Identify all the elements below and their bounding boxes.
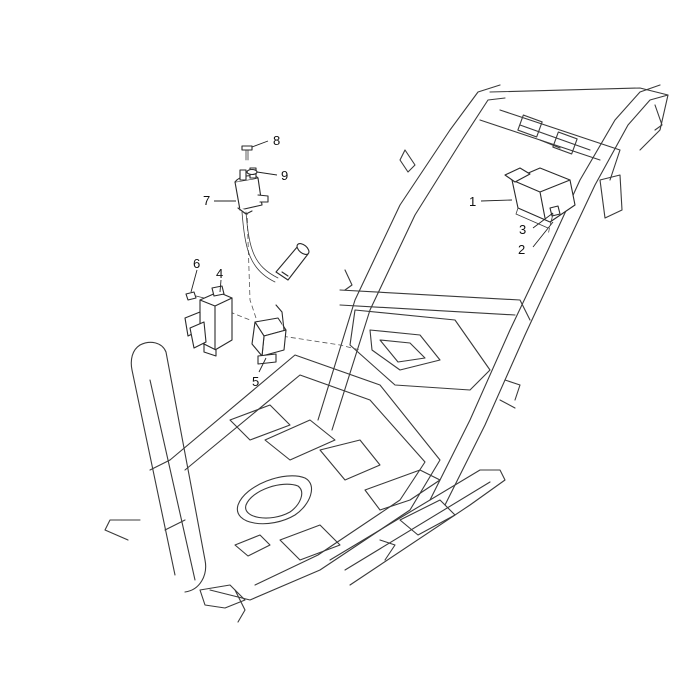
callout-leaders xyxy=(190,140,554,373)
leader-6 xyxy=(190,269,198,293)
scooter-frame xyxy=(104,84,669,623)
part-ignition-coil xyxy=(234,167,310,283)
callout-9: 9 xyxy=(281,168,288,183)
callout-6: 6 xyxy=(193,256,200,271)
callout-3: 3 xyxy=(519,222,526,237)
callout-1: 1 xyxy=(469,194,476,209)
leader-8 xyxy=(251,140,269,148)
callout-5: 5 xyxy=(252,374,259,389)
leader-9 xyxy=(256,171,278,176)
leader-4 xyxy=(219,279,222,293)
callout-2: 2 xyxy=(518,242,525,257)
part-mounting-bracket xyxy=(251,304,287,365)
callout-4: 4 xyxy=(216,266,223,281)
part-washer-small xyxy=(246,168,258,176)
part-bolt-side xyxy=(185,291,205,301)
part-regulator xyxy=(184,285,233,357)
callout-labels: 1 2 3 4 5 6 7 8 9 xyxy=(193,133,526,389)
leader-3 xyxy=(532,212,554,229)
part-screw-top xyxy=(241,145,253,161)
leader-2 xyxy=(532,221,554,248)
callout-7: 7 xyxy=(203,193,210,208)
leader-5 xyxy=(258,357,267,373)
callout-8: 8 xyxy=(273,133,280,148)
part-control-unit xyxy=(504,167,576,229)
leader-1 xyxy=(480,199,513,202)
